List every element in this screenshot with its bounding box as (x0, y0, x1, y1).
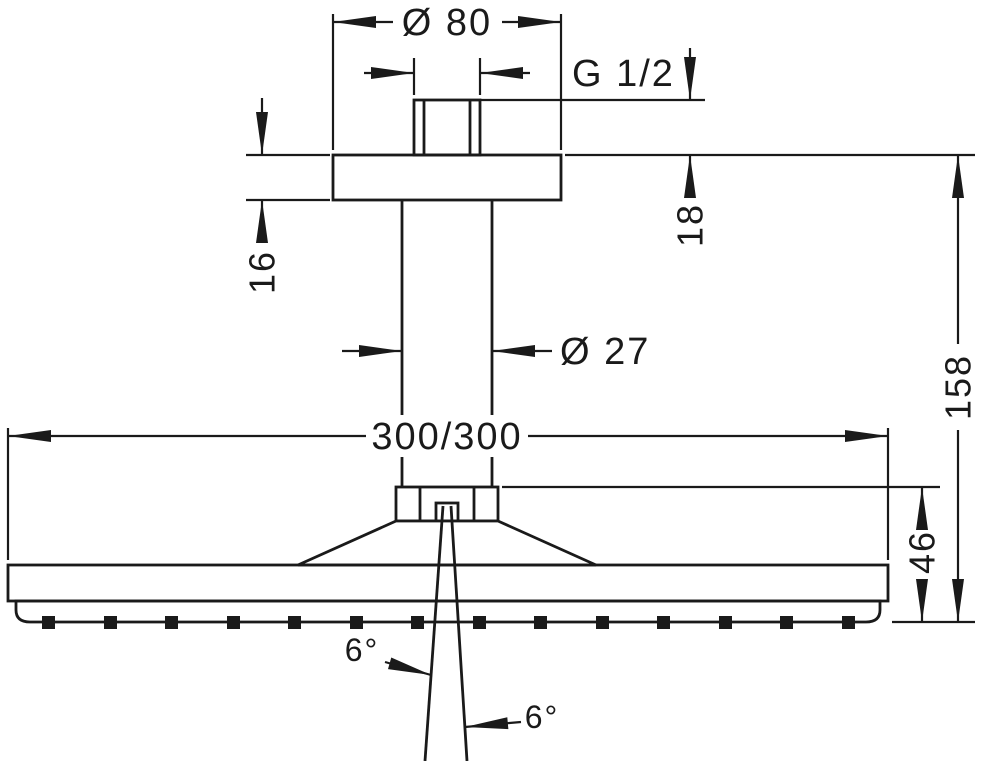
spray-angle-lines (423, 505, 469, 761)
dimension-head-size (6, 428, 890, 560)
head-spray-face (14, 599, 882, 624)
cone-transition (297, 519, 597, 567)
spray-line-right (449, 505, 469, 761)
nozzle (657, 616, 670, 629)
fixture-outline (6, 98, 890, 761)
nozzle (42, 616, 55, 629)
nozzle (350, 616, 363, 629)
dim-label-flange-height: 16 (242, 250, 283, 294)
dim-label-spray-angle-right: 6° (525, 699, 560, 735)
dimension-thread-size (364, 58, 530, 95)
head-top-plate (6, 563, 890, 603)
spray-nozzles (42, 616, 855, 629)
dimension-head-height (502, 485, 940, 622)
dim-label-thread-engagement: 18 (670, 203, 711, 247)
dim-label-flange-diameter: Ø 80 (402, 2, 492, 44)
leader-arrow (464, 717, 522, 730)
shower-head (6, 563, 890, 624)
nozzle (227, 616, 240, 629)
dimension-labels: Ø 80 G 1/2 18 16 Ø 27 300/300 158 46 6° … (242, 2, 979, 735)
nozzle (842, 616, 855, 629)
thread-stub (412, 98, 482, 157)
nozzle (719, 616, 732, 629)
dim-label-head-height: 46 (902, 530, 943, 574)
dim-label-installation-height: 158 (938, 354, 979, 420)
dim-label-pipe-diameter: Ø 27 (560, 331, 650, 373)
dim-label-spray-angle-left: 6° (345, 632, 380, 668)
nozzle (104, 616, 117, 629)
nozzle (288, 616, 301, 629)
nozzle (411, 616, 424, 629)
connection-nut (394, 485, 500, 523)
nozzle (473, 616, 486, 629)
dimension-flange-diameter (331, 14, 563, 150)
nozzle (596, 616, 609, 629)
nozzle (780, 616, 793, 629)
outlet-joint (434, 501, 460, 523)
nozzle (165, 616, 178, 629)
dimension-thread-engagement (480, 48, 705, 198)
dimension-installation-height (565, 153, 975, 624)
dim-label-thread-size: G 1/2 (572, 53, 675, 95)
spray-line-left (423, 505, 445, 761)
dimension-flange-height (246, 98, 330, 243)
dim-label-head-size: 300/300 (371, 416, 522, 458)
nozzle (534, 616, 547, 629)
label-mask (366, 415, 528, 457)
leader-arrow (384, 657, 432, 677)
spray-angle-leaders (384, 657, 522, 730)
dimension-lines (6, 14, 975, 730)
ceiling-flange (331, 153, 563, 202)
